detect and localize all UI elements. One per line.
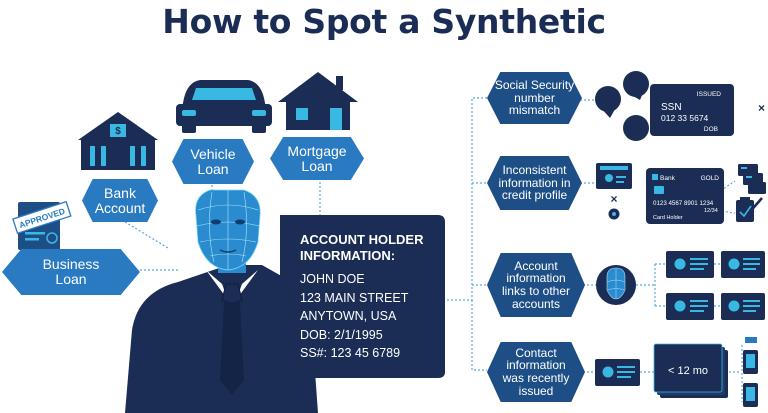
ssn-mismatch-line-2: number xyxy=(514,90,555,105)
card-stack-icon xyxy=(738,164,766,194)
account-info-heading-1: ACCOUNT HOLDER xyxy=(300,232,424,247)
credit-profile-group: × Bank GOLD 0123 4567 8901 1234 12/34 Ca… xyxy=(596,163,766,224)
holder-name: JOHN DOE xyxy=(300,272,365,286)
clipboard-icon xyxy=(736,197,763,222)
credit-profile-line-2: information in xyxy=(498,175,571,190)
ssn-card xyxy=(650,84,734,136)
linked-accounts-line-4: accounts xyxy=(511,296,561,311)
linked-account-card-1 xyxy=(666,251,714,278)
person-figure xyxy=(125,189,318,413)
holder-ssn: SS#: 123 45 6789 xyxy=(300,346,401,360)
business-loan-line-1: Business xyxy=(42,256,100,273)
linked-accounts-label: Account information links to other accou… xyxy=(487,253,585,317)
mortgage-loan-line-1: Mortgage xyxy=(287,142,347,159)
calendar-icon: < 12 mo xyxy=(653,343,728,398)
ssn-mismatch-line-3: mismatch xyxy=(508,103,561,118)
card-date: 12/34 xyxy=(704,208,718,214)
close-icon: × xyxy=(758,101,765,115)
ssn-label: SSN xyxy=(661,102,682,113)
ssn-card-group: ISSUED SSN 012 33 5674 DOB × xyxy=(595,71,765,141)
ssn-mismatch-line-1: Social Security xyxy=(494,78,575,93)
bank-building-icon: $ xyxy=(78,112,158,170)
page-title: How to Spot a Synthetic xyxy=(162,2,606,41)
business-loan-line-2: Loan xyxy=(55,271,87,287)
ssn-number: 012 33 5674 xyxy=(661,113,709,123)
linked-accounts-line-3: links to other xyxy=(501,284,571,298)
card-bank: Bank xyxy=(660,175,676,182)
linked-account-card-3 xyxy=(666,293,714,320)
linked-account-card-2 xyxy=(721,251,765,278)
linked-accounts-line-1: Account xyxy=(514,258,558,273)
contact-info-line-2: information xyxy=(506,358,566,373)
credit-profile-label: Inconsistent information in credit profi… xyxy=(487,156,582,210)
vehicle-loan-line-2: Loan xyxy=(197,160,229,177)
bank-account-label: Bank Account xyxy=(82,179,158,222)
mortgage-loan-label: Mortgage Loan xyxy=(270,137,364,180)
linked-accounts-line-2: information xyxy=(506,271,566,286)
bank-account-line-1: Bank xyxy=(104,184,136,201)
car-icon xyxy=(176,80,272,133)
account-info-text: ACCOUNT HOLDER INFORMATION: JOHN DOE 123… xyxy=(300,232,440,363)
bank-account-line-2: Account xyxy=(94,199,146,216)
house-icon xyxy=(278,72,358,130)
business-loan-label: Business Loan xyxy=(2,249,140,295)
holder-dob: DOB: 2/1/1995 xyxy=(300,327,383,342)
holder-city: ANYTOWN, USA xyxy=(300,309,397,323)
holder-street: 123 MAIN STREET xyxy=(300,290,409,305)
contact-info-line-3: was recently xyxy=(502,371,570,385)
credit-card xyxy=(646,168,724,224)
contact-info-line-1: Contact xyxy=(515,345,557,360)
linked-account-card-4 xyxy=(721,293,765,320)
account-info-heading-2: INFORMATION: xyxy=(300,248,396,263)
x-icon: × xyxy=(610,192,617,206)
recency-label: < 12 mo xyxy=(668,365,708,377)
credit-profile-line-1: Inconsistent xyxy=(502,163,567,178)
ssn-dob: DOB xyxy=(704,126,718,133)
mortgage-loan-line-2: Loan xyxy=(301,157,333,174)
account-info-panel xyxy=(280,215,445,378)
credit-profile-line-3: credit profile xyxy=(501,188,568,203)
card-tier: GOLD xyxy=(701,175,720,182)
device-icons xyxy=(743,337,758,407)
ssn-issued: ISSUED xyxy=(697,91,722,98)
ssn-mismatch-label: Social Security number mismatch xyxy=(487,72,582,124)
card-number: 0123 4567 8901 1234 xyxy=(653,200,714,207)
envelope-icon xyxy=(745,337,757,343)
contact-info-line-4: issued xyxy=(518,383,554,398)
contact-card-icon xyxy=(595,359,640,386)
card-holder: Card Holder xyxy=(653,215,683,221)
linked-accounts-group xyxy=(596,265,636,305)
vehicle-loan-line-1: Vehicle xyxy=(190,145,236,162)
vehicle-loan-label: Vehicle Loan xyxy=(172,139,254,184)
contact-info-label: Contact information was recently issued xyxy=(487,342,585,402)
dollar-icon: $ xyxy=(115,126,121,137)
approved-document-icon: APPROVED xyxy=(12,200,72,250)
